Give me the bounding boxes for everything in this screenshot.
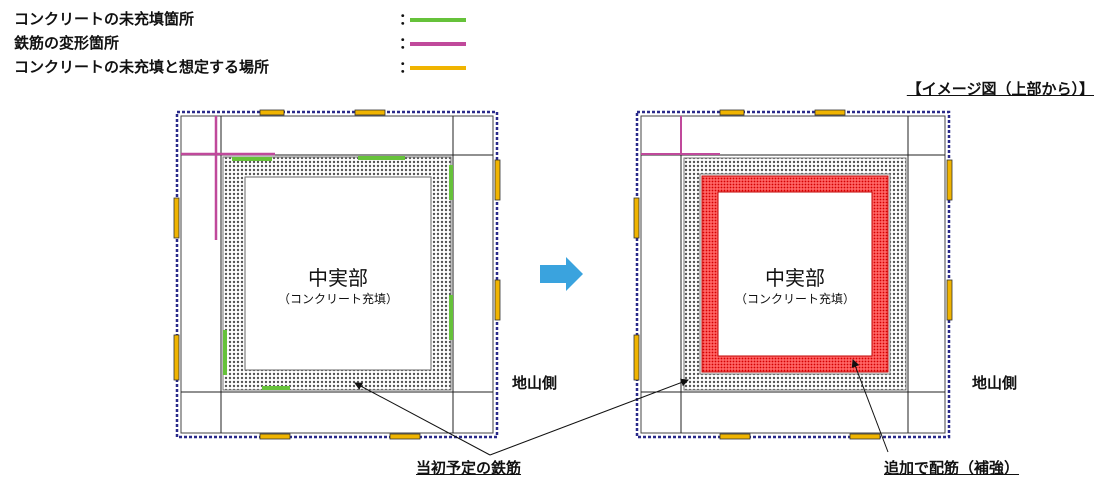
core-area <box>717 191 873 357</box>
magenta-line-icon <box>410 42 466 46</box>
outer-frame <box>175 110 499 439</box>
transition-arrow-icon <box>540 257 583 291</box>
left-panel <box>173 109 501 440</box>
right-panel <box>633 109 953 440</box>
legend-colon: ： <box>399 58 415 76</box>
assumed-mark <box>814 109 846 116</box>
assumed-mark <box>494 159 501 201</box>
caption-original-rebar: 当初予定の鉄筋 <box>416 459 522 477</box>
assumed-mark <box>719 433 751 440</box>
assumed-mark <box>849 433 881 440</box>
assumed-mark <box>389 433 421 440</box>
yellow-line-icon <box>410 66 466 70</box>
assumed-mark <box>494 279 501 321</box>
assumed-mark <box>173 334 180 381</box>
assumed-mark <box>719 109 745 116</box>
image-title: 【イメージ図（上部から）】 <box>906 80 1094 98</box>
legend-label: コンクリートの未充填箇所 <box>14 10 195 28</box>
green-line-icon <box>410 18 466 22</box>
assumed-mark <box>633 334 640 381</box>
leader-line-original-rebar <box>354 382 491 456</box>
leader-line-original-rebar-right <box>489 378 689 456</box>
assumed-mark <box>259 109 285 116</box>
inner-frame <box>640 115 946 434</box>
ground-side-label-right: 地山側 <box>972 374 1018 392</box>
rebar-ring <box>683 157 907 391</box>
caption-reinforcement: 追加で配筋（補強） <box>884 459 1020 477</box>
assumed-mark <box>946 279 953 321</box>
leader-line-reinforcement <box>851 359 889 453</box>
outer-frame <box>635 110 951 439</box>
assumed-mark <box>946 159 953 201</box>
core-title-left: 中実部 <box>308 266 368 290</box>
legend-label: コンクリートの未充填と想定する場所 <box>14 58 270 76</box>
assumed-mark <box>173 197 180 239</box>
core-area <box>244 176 432 371</box>
legend-colon: ： <box>399 34 415 52</box>
assumed-mark <box>259 433 291 440</box>
inner-frame <box>180 115 494 434</box>
core-sub-right: （コンクリート充填） <box>734 292 855 306</box>
core-sub-left: （コンクリート充填） <box>277 292 398 306</box>
assumed-mark <box>633 197 640 239</box>
ground-side-label-left: 地山側 <box>512 374 558 392</box>
legend-colon: ： <box>399 10 415 28</box>
assumed-mark <box>354 109 386 116</box>
core-title-right: 中実部 <box>765 266 825 290</box>
legend-label: 鉄筋の変形箇所 <box>14 34 120 52</box>
